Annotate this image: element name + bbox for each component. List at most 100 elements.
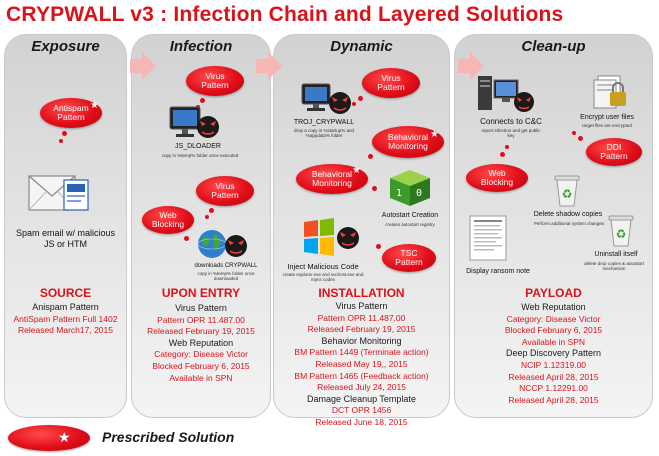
solution-line: NCIP 1.12319.00	[520, 359, 587, 370]
troj-crypwall-label: TROJ_CRYPWALL	[293, 119, 355, 126]
solution-line: Deep Discovery Pattern	[505, 348, 602, 359]
email-icon	[28, 175, 89, 211]
solution-line: NCCP 1.12291.00	[519, 383, 588, 394]
bubble-tail	[572, 131, 576, 135]
delete-shadow-copies-label: Delete shadow copies	[533, 211, 603, 218]
solution-line: BM Pattern 1449 (Terminate action)	[294, 347, 429, 358]
downloads-crypwall-label: downloads CRYPWALL	[194, 263, 258, 269]
encrypt-user-files-desc: target files are encrypted	[582, 123, 632, 128]
delete-shadow-copies-desc: Perform additional system changes	[533, 221, 605, 226]
solution-line: Available in SPN	[169, 372, 233, 383]
star-icon: ★	[90, 100, 99, 111]
bubble-tail	[578, 136, 583, 141]
page-title: CRYPWALL v3 : Infection Chain and Layere…	[6, 3, 564, 26]
stage-upon-entry: UPON ENTRY	[161, 286, 241, 300]
solution-line: Pattern OPR 11.487.00	[317, 312, 406, 323]
stage-source: SOURCE	[39, 286, 92, 300]
globe-icon	[197, 230, 247, 258]
panel-header-infection: Infection	[169, 38, 233, 55]
bubble-tail	[372, 186, 377, 191]
panel-exposure: Exposure	[4, 34, 127, 418]
panel-header-exposure: Exposure	[31, 38, 100, 55]
source-solutions: Anispam Pattern AntiSpam Pattern Full 14…	[6, 302, 125, 337]
svg-text:♻: ♻	[616, 227, 627, 241]
solution-line: Behavior Monitoring	[321, 335, 402, 346]
server-icon	[478, 76, 534, 112]
recycle-bin-icon: ♻	[554, 175, 580, 207]
inject-malicious-code-label: Inject Malicious Code	[287, 262, 359, 271]
flow-arrow-icon	[256, 52, 282, 80]
tsc-pattern-bubble: TSC Pattern	[382, 244, 436, 272]
windows-logo-icon	[304, 218, 359, 256]
bubble-tail	[59, 139, 63, 143]
bubble-tail	[205, 215, 209, 219]
legend-label: Prescribed Solution	[102, 429, 235, 445]
computer-monitor-icon	[169, 106, 219, 138]
solution-line: Anispam Pattern	[32, 302, 99, 312]
inject-malicious-code-desc: create explorer.exe and svchost.exe and …	[282, 272, 364, 282]
solution-line: BM Pattern 1465 (Feedback action)	[294, 370, 429, 381]
solution-line: Damage Cleanup Template	[307, 393, 416, 404]
solution-line: Blocked February 6, 2015	[152, 360, 250, 371]
autostart-creation-label: Autostart Creation	[381, 212, 439, 219]
bubble-tail	[376, 244, 381, 249]
ransom-note-icon	[469, 215, 507, 261]
solution-line: Released February 19, 2015	[307, 324, 416, 335]
stage-installation: INSTALLATION	[318, 286, 405, 300]
solution-line: Web Reputation	[521, 302, 586, 312]
solution-line: Category: Disease Victor	[154, 349, 248, 360]
behavioral-monitoring-bubble: Behavioral Monitoring	[372, 126, 444, 158]
solution-line: Virus Pattern	[335, 301, 388, 311]
solution-line: DCT OPR 1456	[331, 405, 392, 416]
bubble-tail	[368, 154, 373, 159]
recycle-bin-icon: ♻	[608, 215, 634, 247]
js-dloader-label: JS_DLOADER	[175, 143, 221, 150]
downloads-crypwall-desc: copy in %temp% folder once downloaded	[197, 271, 255, 281]
svg-text:1: 1	[396, 188, 402, 199]
solution-line: Category: Disease Victor	[506, 313, 601, 324]
behavioral-monitoring-bubble: Behavioral Monitoring	[296, 164, 368, 194]
svg-text:0: 0	[416, 188, 422, 199]
svg-text:♻: ♻	[562, 187, 573, 201]
antispam-pattern-bubble: Antispam Pattern	[40, 98, 102, 128]
solution-line: Released February 19, 2015	[147, 326, 255, 337]
autostart-creation-desc: creates autostart registry	[385, 222, 435, 227]
stage-payload: PAYLOAD	[525, 286, 582, 300]
bubble-tail	[184, 236, 189, 241]
bubble-tail	[352, 102, 356, 106]
web-blocking-bubble: Web Blocking	[466, 164, 528, 192]
display-ransom-note-label: Display ransom note	[466, 268, 530, 275]
panel-header-dynamic: Dynamic	[330, 38, 393, 55]
solution-line: Released July 24, 2015	[317, 382, 406, 393]
encrypt-user-files-label: Encrypt user files	[580, 114, 634, 121]
uninstall-itself-label: Uninstall itself	[594, 251, 638, 258]
bubble-tail	[62, 131, 67, 136]
virus-pattern-bubble: Virus Pattern	[186, 66, 244, 96]
ddi-pattern-bubble: DDI Pattern	[586, 138, 642, 166]
solution-line: Blocked February 6, 2015	[504, 325, 603, 336]
upon-entry-solutions: Virus Pattern Pattern OPR 11.487.00 Rele…	[133, 303, 269, 384]
connects-cc-desc: report infection and get public key	[481, 128, 541, 138]
solution-line: Released April 28, 2015	[508, 394, 599, 405]
installation-solutions: Virus Pattern Pattern OPR 11.487.00 Rele…	[275, 301, 448, 429]
bubble-tail	[200, 98, 205, 103]
virus-pattern-bubble: Virus Pattern	[362, 68, 420, 98]
flow-arrow-icon	[130, 52, 156, 80]
bubble-tail	[505, 145, 509, 149]
legend-cloud-icon	[8, 425, 90, 451]
star-icon: ★	[58, 429, 71, 445]
payload-solutions: Web Reputation Category: Disease Victor …	[456, 302, 651, 406]
encrypted-files-icon	[593, 75, 626, 109]
solution-line: AntiSpam Pattern Full 1402	[13, 313, 118, 324]
solution-line: Released March17, 2015	[18, 325, 113, 336]
solution-line: Pattern OPR 11.487.00	[157, 314, 245, 325]
bubble-tail	[358, 96, 363, 101]
solution-line: Virus Pattern	[175, 303, 227, 313]
spam-email-label: Spam email w/ malicious JS or HTM	[15, 228, 116, 249]
computer-monitor-icon	[301, 83, 351, 114]
panel-header-cleanup: Clean-up	[521, 38, 586, 55]
solution-line: Available in SPN	[521, 336, 586, 347]
solution-line: Released April 28, 2015	[508, 371, 599, 382]
binary-cube-icon: 1 0	[390, 170, 430, 206]
uninstall-itself-desc: delete drop copies & autostart mechanism	[584, 261, 644, 271]
